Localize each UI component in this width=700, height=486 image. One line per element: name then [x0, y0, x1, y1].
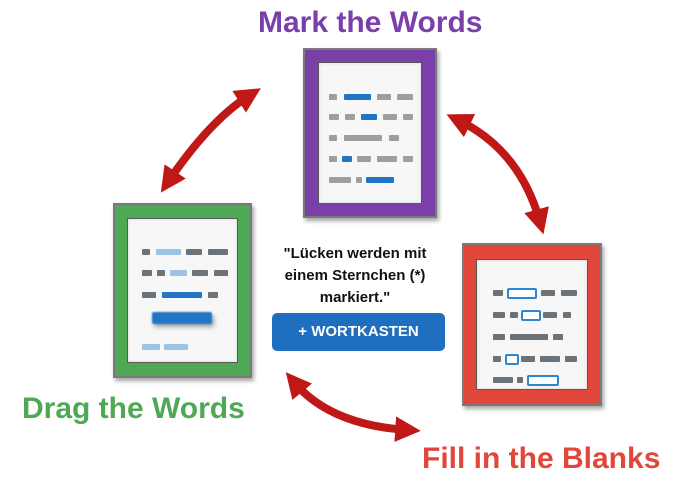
mark-the-words-card — [303, 48, 437, 218]
text-line — [186, 249, 202, 255]
text-line — [377, 94, 391, 100]
text-line — [565, 356, 577, 362]
text-line — [192, 270, 208, 276]
text-line — [521, 356, 535, 362]
gap-slot — [170, 270, 187, 276]
draggable-word-chip[interactable] — [152, 312, 212, 324]
text-line — [157, 270, 165, 276]
text-line — [329, 135, 337, 141]
text-line — [377, 156, 397, 162]
text-line — [510, 312, 518, 318]
text-line — [517, 377, 523, 383]
text-line — [493, 356, 501, 362]
text-line — [356, 177, 362, 183]
text-line — [208, 249, 228, 255]
text-line — [329, 156, 337, 162]
drag-the-words-document — [127, 218, 238, 363]
text-line — [329, 94, 337, 100]
fill-in-the-blanks-document — [476, 259, 588, 390]
text-line — [214, 270, 228, 276]
drag-the-words-title: Drag the Words — [22, 392, 245, 425]
blank-input-box[interactable] — [521, 310, 541, 321]
marked-word — [361, 114, 377, 120]
arrow-fill-drag-icon — [285, 372, 421, 442]
text-line — [541, 290, 555, 296]
gap-slot — [156, 249, 181, 255]
fill-in-the-blanks-title: Fill in the Blanks — [422, 442, 661, 475]
text-line — [403, 114, 413, 120]
text-line — [543, 312, 557, 318]
mark-the-words-document — [318, 62, 422, 204]
text-line — [493, 334, 505, 340]
text-line — [389, 135, 399, 141]
text-line — [510, 334, 548, 340]
add-wortkasten-button[interactable]: + WORTKASTEN — [272, 313, 445, 351]
text-line — [142, 292, 156, 298]
marked-word — [366, 177, 394, 183]
text-line — [540, 356, 560, 362]
text-line — [563, 312, 571, 318]
blank-input-box[interactable] — [505, 354, 519, 365]
text-line — [383, 114, 397, 120]
gap-slot-filled — [162, 292, 202, 298]
word-option[interactable] — [142, 344, 160, 350]
asterisk-hint-quote: "Lücken werden mit einem Sternchen (*) m… — [283, 245, 427, 306]
text-line — [561, 290, 577, 296]
text-line — [493, 290, 503, 296]
text-line — [329, 177, 351, 183]
drag-the-words-card — [113, 203, 252, 378]
blank-input-box[interactable] — [527, 375, 559, 386]
arrow-mark-fill-icon — [446, 114, 549, 235]
arrow-drag-mark-icon — [160, 88, 261, 193]
text-line — [142, 249, 150, 255]
text-line — [344, 135, 382, 141]
marked-word — [342, 156, 352, 162]
text-line — [208, 292, 218, 298]
text-line — [493, 312, 505, 318]
text-line — [142, 270, 152, 276]
text-line — [493, 377, 513, 383]
fill-in-the-blanks-card — [462, 243, 602, 406]
marked-word — [344, 94, 371, 100]
text-line — [403, 156, 413, 162]
word-option[interactable] — [164, 344, 188, 350]
text-line — [345, 114, 355, 120]
text-line — [357, 156, 371, 162]
text-line — [397, 94, 413, 100]
mark-the-words-title: Mark the Words — [258, 6, 483, 39]
text-line — [329, 114, 339, 120]
text-line — [553, 334, 563, 340]
blank-input-box[interactable] — [507, 288, 537, 299]
